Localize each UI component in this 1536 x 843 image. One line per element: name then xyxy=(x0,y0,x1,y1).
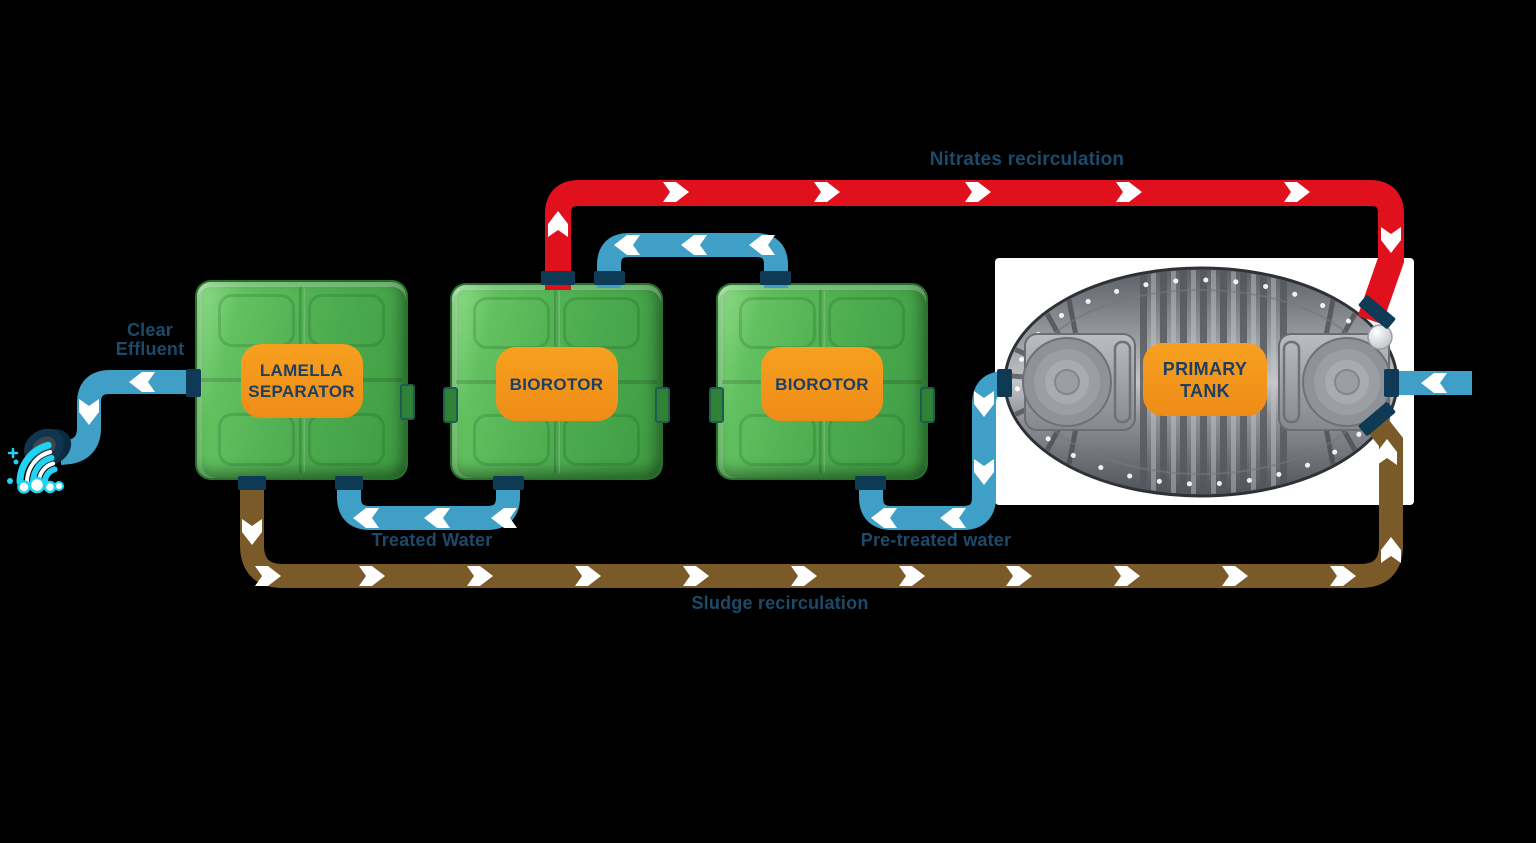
biorotor-1-label: BIOROTOR xyxy=(495,347,618,421)
tank-side-tab xyxy=(655,387,670,423)
biorotor-2-label: BIOROTOR xyxy=(761,347,883,421)
pipe-collars xyxy=(186,271,1399,490)
sludge-pipe xyxy=(240,410,1403,588)
tank-side-tab xyxy=(443,387,458,423)
clear-effluent-label: Clear Effluent xyxy=(115,320,185,359)
treated-water-label: Treated Water xyxy=(371,530,493,550)
nitrates-pipe xyxy=(545,180,1404,325)
nitrates-recirculation-label: Nitrates recirculation xyxy=(929,149,1125,170)
pre-treated-water-pipe xyxy=(859,371,1010,530)
lamella-separator-label: LAMELLA SEPARATOR xyxy=(240,344,363,418)
tank-lamella-separator: LAMELLA SEPARATOR xyxy=(195,280,415,480)
clear-effluent-pipe xyxy=(58,370,196,465)
primary-tank-left-lid xyxy=(1022,333,1136,431)
primary-tank-label: PRIMARY TANK xyxy=(1143,343,1267,416)
pre-treated-water-label: Pre-treated water xyxy=(860,530,1012,550)
tank-side-tab xyxy=(400,384,415,420)
tank-side-tab xyxy=(920,387,935,423)
primary-tank: PRIMARY TANK xyxy=(995,258,1414,505)
tank-biorotor-2: BIOROTOR xyxy=(709,283,935,480)
tank-side-tab xyxy=(709,387,724,423)
tank-biorotor-1: BIOROTOR xyxy=(443,283,670,480)
primary-tank-right-lid xyxy=(1278,333,1392,431)
sludge-recirculation-label: Sludge recirculation xyxy=(691,593,869,613)
water-outfall-icon xyxy=(7,428,72,494)
primary-tank-float-ball xyxy=(1367,324,1393,350)
